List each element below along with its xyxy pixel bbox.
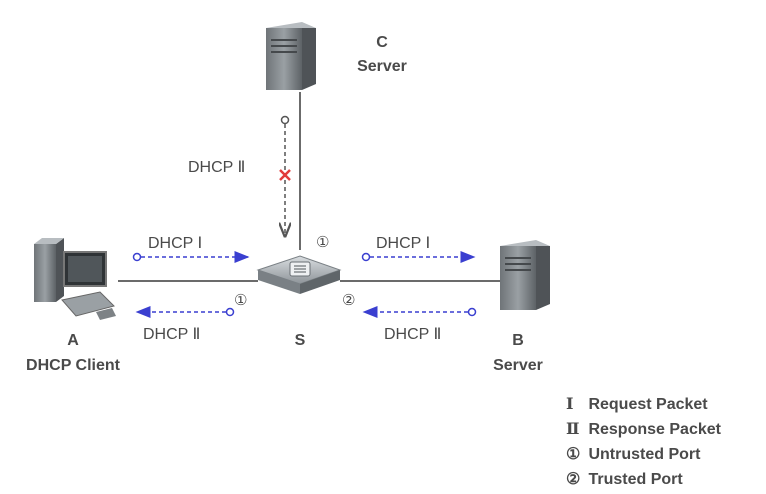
legend-text: Untrusted Port — [588, 446, 701, 463]
packet-b-origin-dot — [467, 307, 477, 317]
legend-item-request: Ⅰ Request Packet — [566, 392, 721, 417]
packet-s-to-b-origin-dot — [361, 252, 371, 262]
port-right-marker: ② — [342, 291, 355, 309]
server-c-icon — [266, 22, 316, 90]
blocked-x-icon — [279, 169, 291, 181]
legend-item-response: Ⅱ Response Packet — [566, 417, 721, 442]
packet-c-to-s-label: DHCP Ⅱ — [188, 159, 245, 176]
port-top-marker: ① — [316, 233, 329, 251]
packet-b-to-s-label: DHCP Ⅱ — [384, 326, 441, 343]
packet-s-to-b-label: DHCP Ⅰ — [376, 235, 430, 252]
packet-s-to-a-label: DHCP Ⅱ — [143, 326, 200, 343]
legend: Ⅰ Request Packet Ⅱ Response Packet ① Unt… — [566, 392, 721, 492]
server-b-icon — [500, 240, 550, 310]
packet-a-origin-dot — [132, 252, 142, 262]
packet-c-origin-dot — [280, 115, 290, 125]
legend-text: Response Packet — [588, 421, 721, 438]
legend-symbol: Ⅰ — [566, 394, 574, 413]
legend-text: Trusted Port — [588, 471, 683, 488]
legend-text: Request Packet — [588, 396, 708, 413]
packet-a-to-s-label: DHCP Ⅰ — [148, 235, 202, 252]
legend-symbol: ① — [566, 444, 581, 463]
node-s-letter: S — [295, 332, 306, 349]
legend-symbol: ② — [566, 469, 581, 488]
legend-symbol: Ⅱ — [566, 419, 580, 438]
port-left-marker: ① — [234, 291, 247, 309]
legend-item-untrusted: ① Untrusted Port — [566, 442, 721, 467]
node-b-role: Server — [493, 357, 543, 374]
packet-s-to-a-origin-dot — [225, 307, 235, 317]
client-a-computer-icon — [34, 238, 116, 320]
node-c-letter: C — [376, 34, 388, 51]
node-c-role: Server — [357, 58, 407, 75]
switch-s-icon — [256, 255, 342, 294]
legend-item-trusted: ② Trusted Port — [566, 467, 721, 492]
node-a-letter: A — [67, 332, 79, 349]
node-a-role: DHCP Client — [26, 357, 121, 374]
node-b-letter: B — [512, 332, 524, 349]
